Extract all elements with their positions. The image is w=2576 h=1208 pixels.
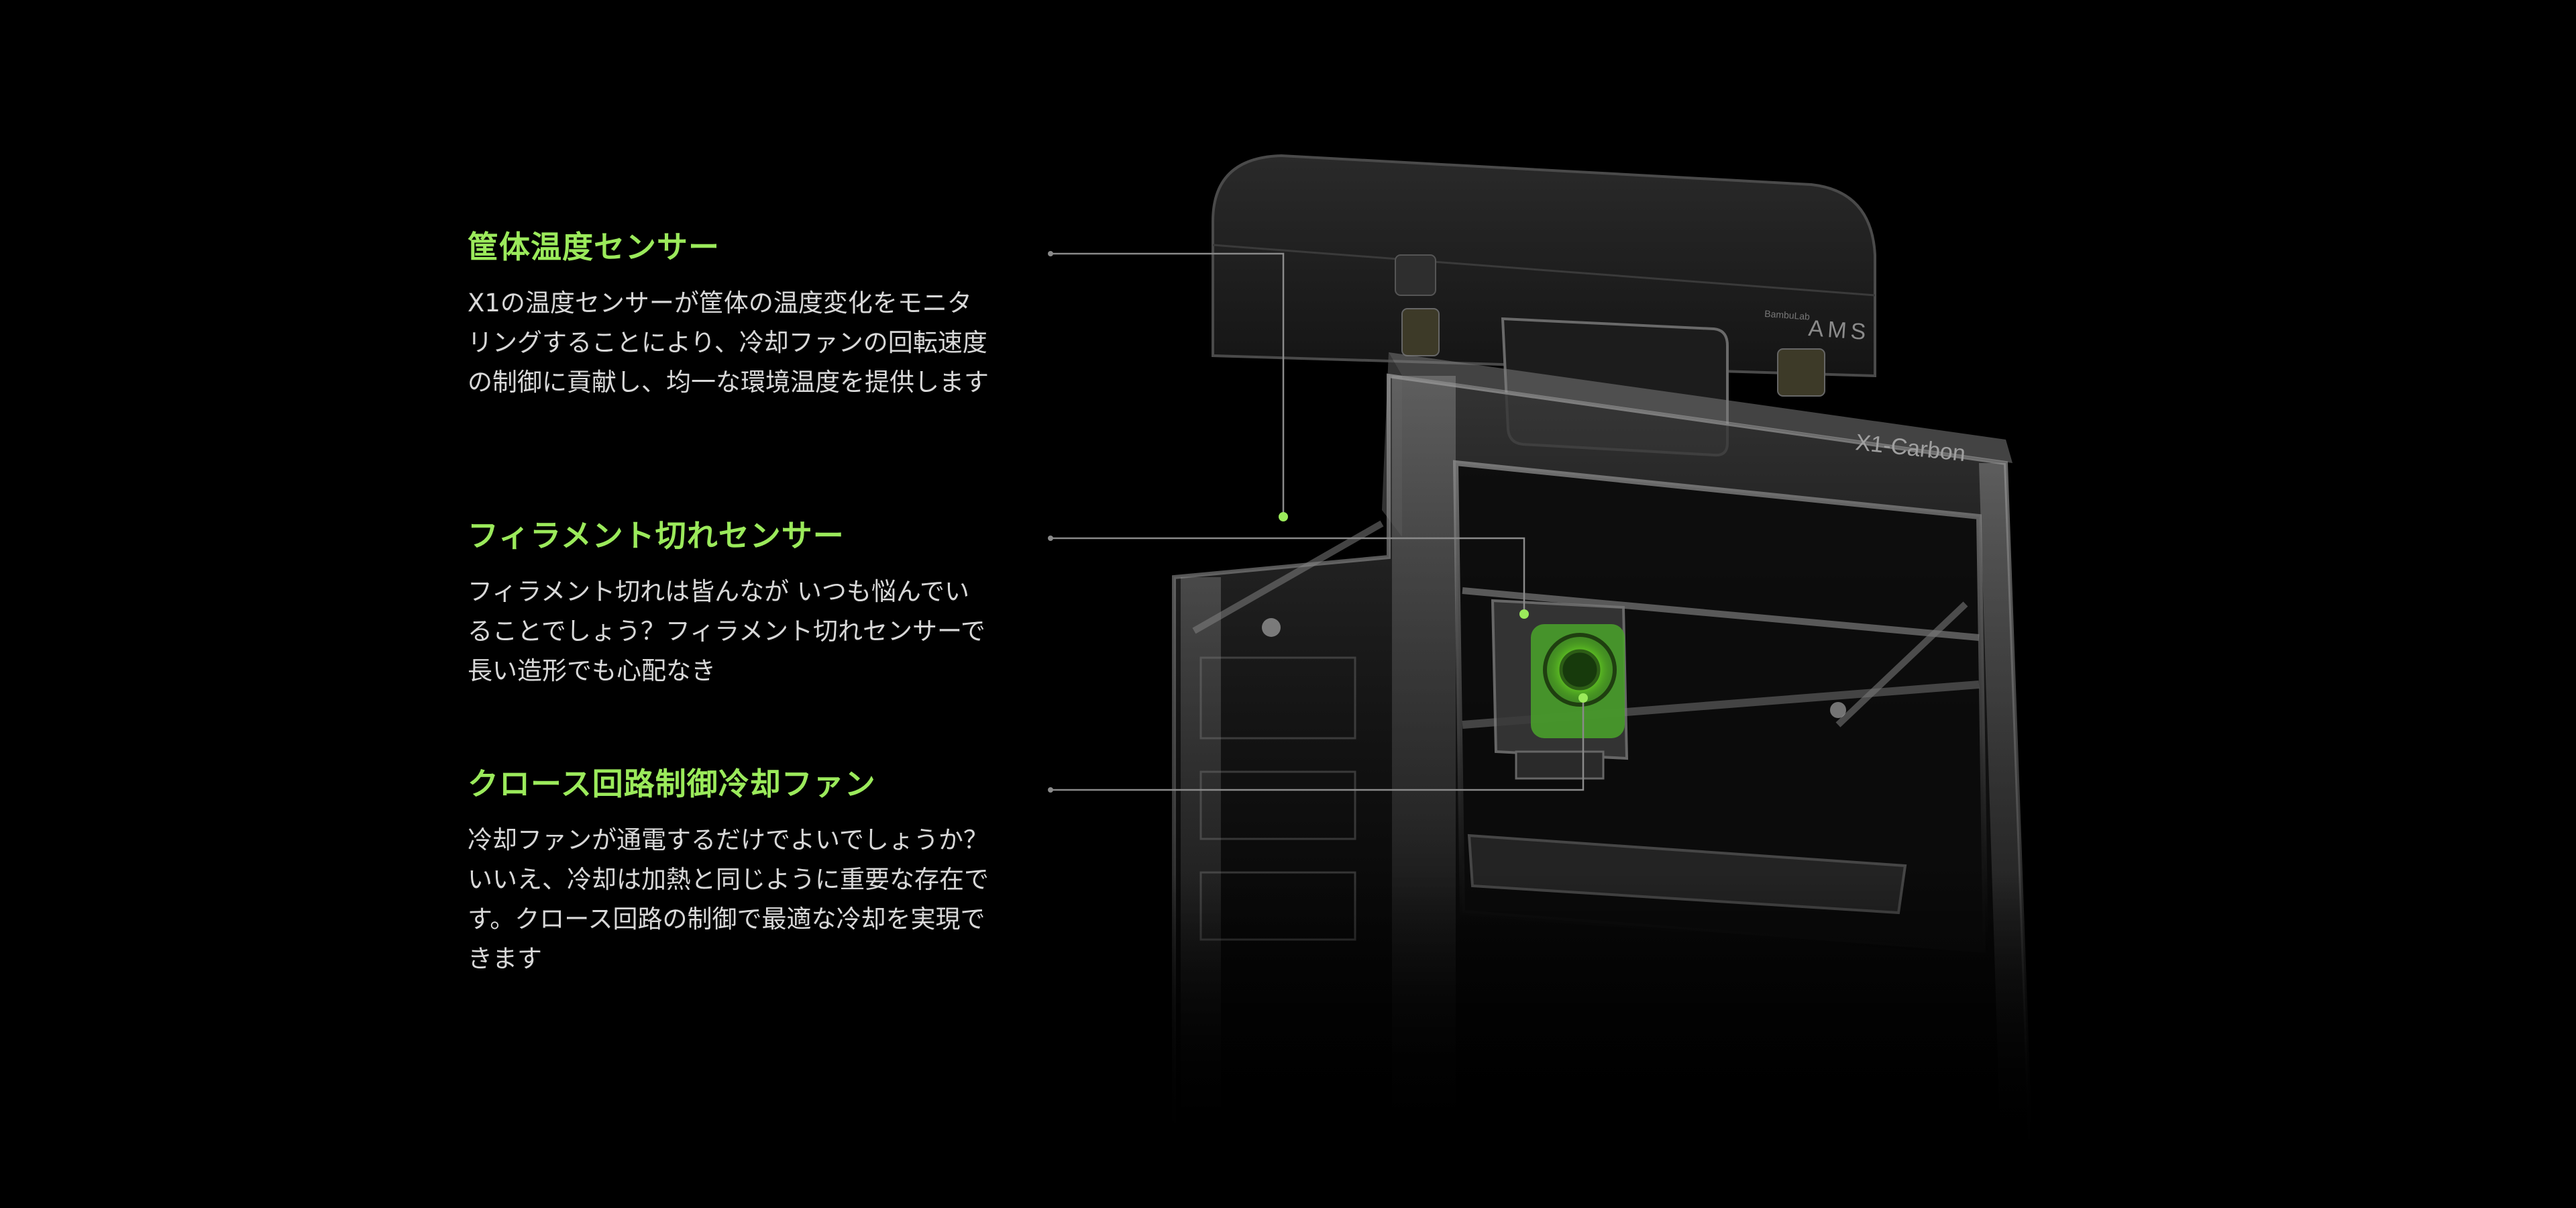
ams-unit: AMS BambuLab [1212, 154, 1876, 397]
callout-dots [1048, 251, 1588, 793]
toolhead [1491, 599, 1629, 780]
ams-label: AMS [1807, 315, 1870, 345]
callout-line-enclosure-temp [1051, 252, 1285, 517]
feature-description: X1の温度センサーが筐体の温度変化をモニタリングすることにより、冷却ファンの回転… [468, 289, 989, 397]
cooling-fan-marker [1578, 693, 1588, 703]
feature-title: クロース回路制御冷却ファン [468, 766, 876, 802]
callout-line-cooling-fan [1051, 698, 1585, 791]
enclosure-temp-sensor-marker [1279, 512, 1288, 521]
filament-runout-sensor-marker [1519, 609, 1529, 619]
ams-brand-label: BambuLab [1764, 308, 1811, 322]
feature-description: 冷却ファンが通電するだけでよいでしょうか？いいえ、冷却は加熱と同じように重要な存… [468, 825, 989, 973]
feature-enclosure-temp-sensor: 筐体温度センサー X1の温度センサーが筐体の温度変化をモニタリングすることにより… [468, 227, 1004, 402]
printer-frame: X1-Carbon [1172, 352, 2035, 1208]
feature-filament-runout-sensor: フィラメント切れセンサー フィラメント切れは皆んなが いつも悩んでいることでしょ… [468, 515, 1004, 691]
feature-title: フィラメント切れセンサー [468, 517, 845, 554]
feature-closed-loop-cooling-fan: クロース回路制御冷却ファン 冷却ファンが通電するだけでよいでしょうか？いいえ、冷… [468, 764, 1004, 978]
callout-line-filament-runout [1051, 537, 1525, 614]
feature-title: 筐体温度センサー [468, 229, 720, 265]
feature-description: フィラメント切れは皆んなが いつも悩んでいることでしょう？フィラメント切れセンサ… [468, 577, 985, 685]
callout-lines [1051, 252, 1585, 791]
